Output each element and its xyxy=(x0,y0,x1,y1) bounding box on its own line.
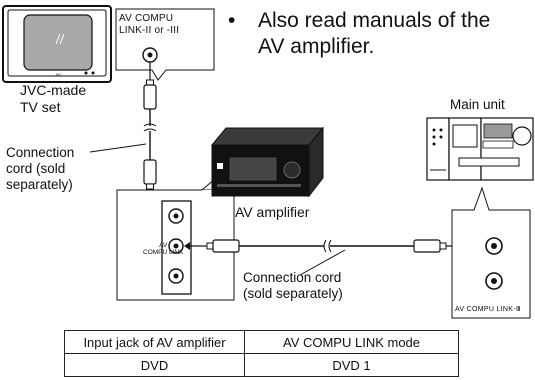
main-unit-jacks xyxy=(485,237,503,290)
av-amplifier-label: AV amplifier xyxy=(235,204,310,220)
amplifier-jack-label: AV COMPU LINK xyxy=(143,242,183,257)
cord2-label-line-1: Connection cord xyxy=(243,270,342,285)
cord1-label-line-1: Connection xyxy=(6,145,75,160)
cord1-label-line-3: separately) xyxy=(6,177,73,193)
tv-label-line-1: JVC-made xyxy=(20,82,87,98)
amplifier-jack-label-line-2: COMPU LINK xyxy=(143,249,184,257)
note-line-1: Also read manuals of the xyxy=(258,9,491,32)
tv-label: JVC-made TV set xyxy=(20,82,86,115)
cord1-leader-line xyxy=(89,143,147,153)
amplifier-jack-label-line-1: AV xyxy=(159,242,168,249)
tv-callout-line-2: LINK-II or -III xyxy=(119,24,180,36)
tv-label-line-2: TV set xyxy=(20,98,61,115)
table-header-cell: Input jack of AV amplifier xyxy=(64,330,245,354)
cord2-leader-line xyxy=(299,249,346,276)
tv-set-illustration xyxy=(2,5,112,83)
tv-callout-line-1: AV COMPU xyxy=(119,13,174,24)
main-unit-rear-label: AV COMPU LINK-Ⅲ xyxy=(455,306,521,313)
table-header-cell: AV COMPU LINK mode xyxy=(244,330,459,354)
amplifier-jacks xyxy=(168,208,184,284)
tv-callout-label: AV COMPU LINK-II or -III xyxy=(119,13,179,36)
cord1-label: Connection cord (sold separately) xyxy=(6,145,74,194)
note-bullet: • xyxy=(228,9,236,32)
table-cell: DVD 1 xyxy=(244,353,459,377)
cord2-label: Connection cord (sold separately) xyxy=(243,270,343,303)
main-unit-label: Main unit xyxy=(450,97,505,112)
main-unit-illustration xyxy=(426,117,534,181)
mode-table: Input jack of AV amplifier AV COMPU LINK… xyxy=(64,330,459,377)
table-cell: DVD xyxy=(64,353,245,377)
tv-brand-mark: JVC xyxy=(55,73,62,77)
cord1-label-line-2: cord (sold xyxy=(6,161,66,177)
tv-jack-callout xyxy=(115,8,215,81)
av-amplifier-illustration xyxy=(210,126,325,198)
note-line-2: AV amplifier. xyxy=(258,34,375,58)
table-row: DVD DVD 1 xyxy=(64,353,459,377)
manual-note: • Also read manuals of the AV amplifier. xyxy=(228,8,490,59)
table-header-row: Input jack of AV amplifier AV COMPU LINK… xyxy=(64,330,459,354)
connection-cord-2 xyxy=(184,239,462,253)
tv-av-compu-link-jack xyxy=(142,47,158,63)
cord2-label-line-2: (sold separately) xyxy=(243,286,343,302)
